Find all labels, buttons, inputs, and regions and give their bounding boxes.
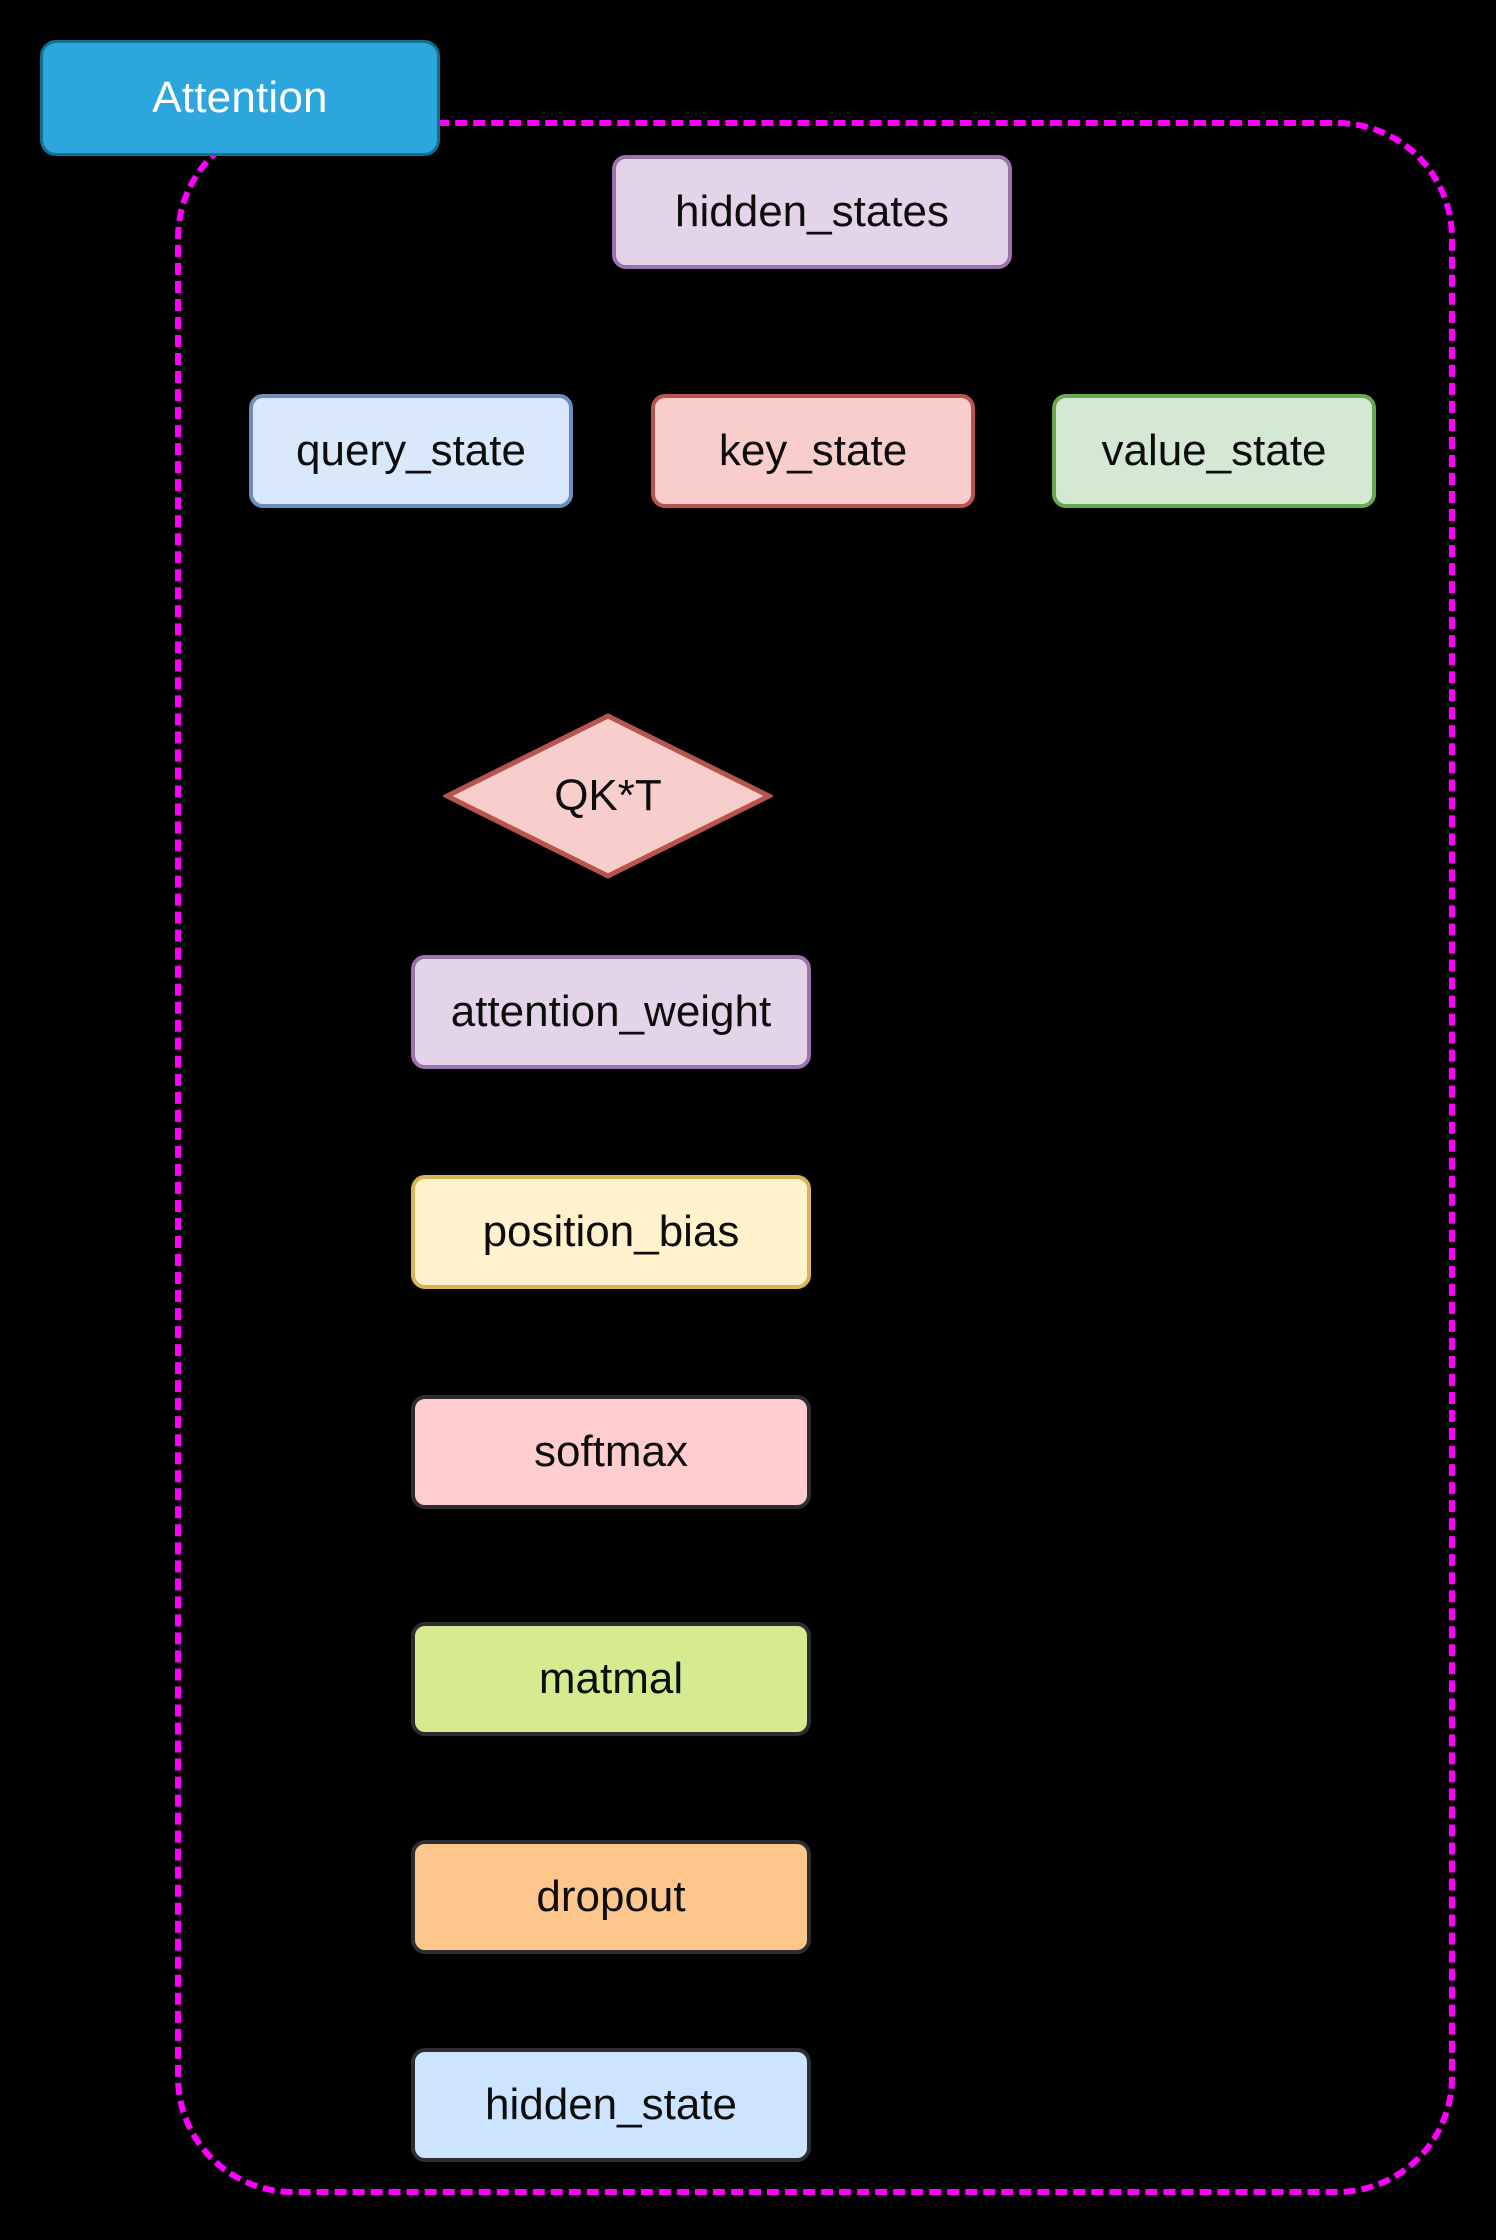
node-label: position_bias xyxy=(482,1207,740,1256)
node-label: QK*T xyxy=(554,771,662,820)
node-value-state[interactable]: value_state xyxy=(1052,394,1376,508)
node-attention-weight[interactable]: attention_weight xyxy=(411,955,811,1069)
node-matmal[interactable]: matmal xyxy=(411,1622,811,1736)
subgraph-title-attention[interactable]: Attention xyxy=(40,40,440,156)
node-hidden-states[interactable]: hidden_states xyxy=(612,155,1012,269)
diamond-shape-icon xyxy=(443,713,773,879)
node-label: value_state xyxy=(1101,426,1327,475)
node-label: softmax xyxy=(533,1427,689,1476)
node-label: attention_weight xyxy=(450,987,772,1036)
subgraph-title-label: Attention xyxy=(152,73,328,122)
node-query-state[interactable]: query_state xyxy=(249,394,573,508)
node-hidden-state[interactable]: hidden_state xyxy=(411,2048,811,2162)
node-label-wrap: QK*T xyxy=(443,712,773,880)
node-label: key_state xyxy=(718,426,908,475)
node-dropout[interactable]: dropout xyxy=(411,1840,811,1954)
node-label: matmal xyxy=(538,1654,684,1703)
node-qk-transpose[interactable]: QK*T xyxy=(443,712,773,880)
node-label: query_state xyxy=(296,426,526,475)
node-key-state[interactable]: key_state xyxy=(651,394,975,508)
node-label: dropout xyxy=(536,1872,686,1921)
node-label: hidden_state xyxy=(485,2080,737,2129)
node-softmax[interactable]: softmax xyxy=(411,1395,811,1509)
node-position-bias[interactable]: position_bias xyxy=(411,1175,811,1289)
node-label: hidden_states xyxy=(675,187,949,236)
